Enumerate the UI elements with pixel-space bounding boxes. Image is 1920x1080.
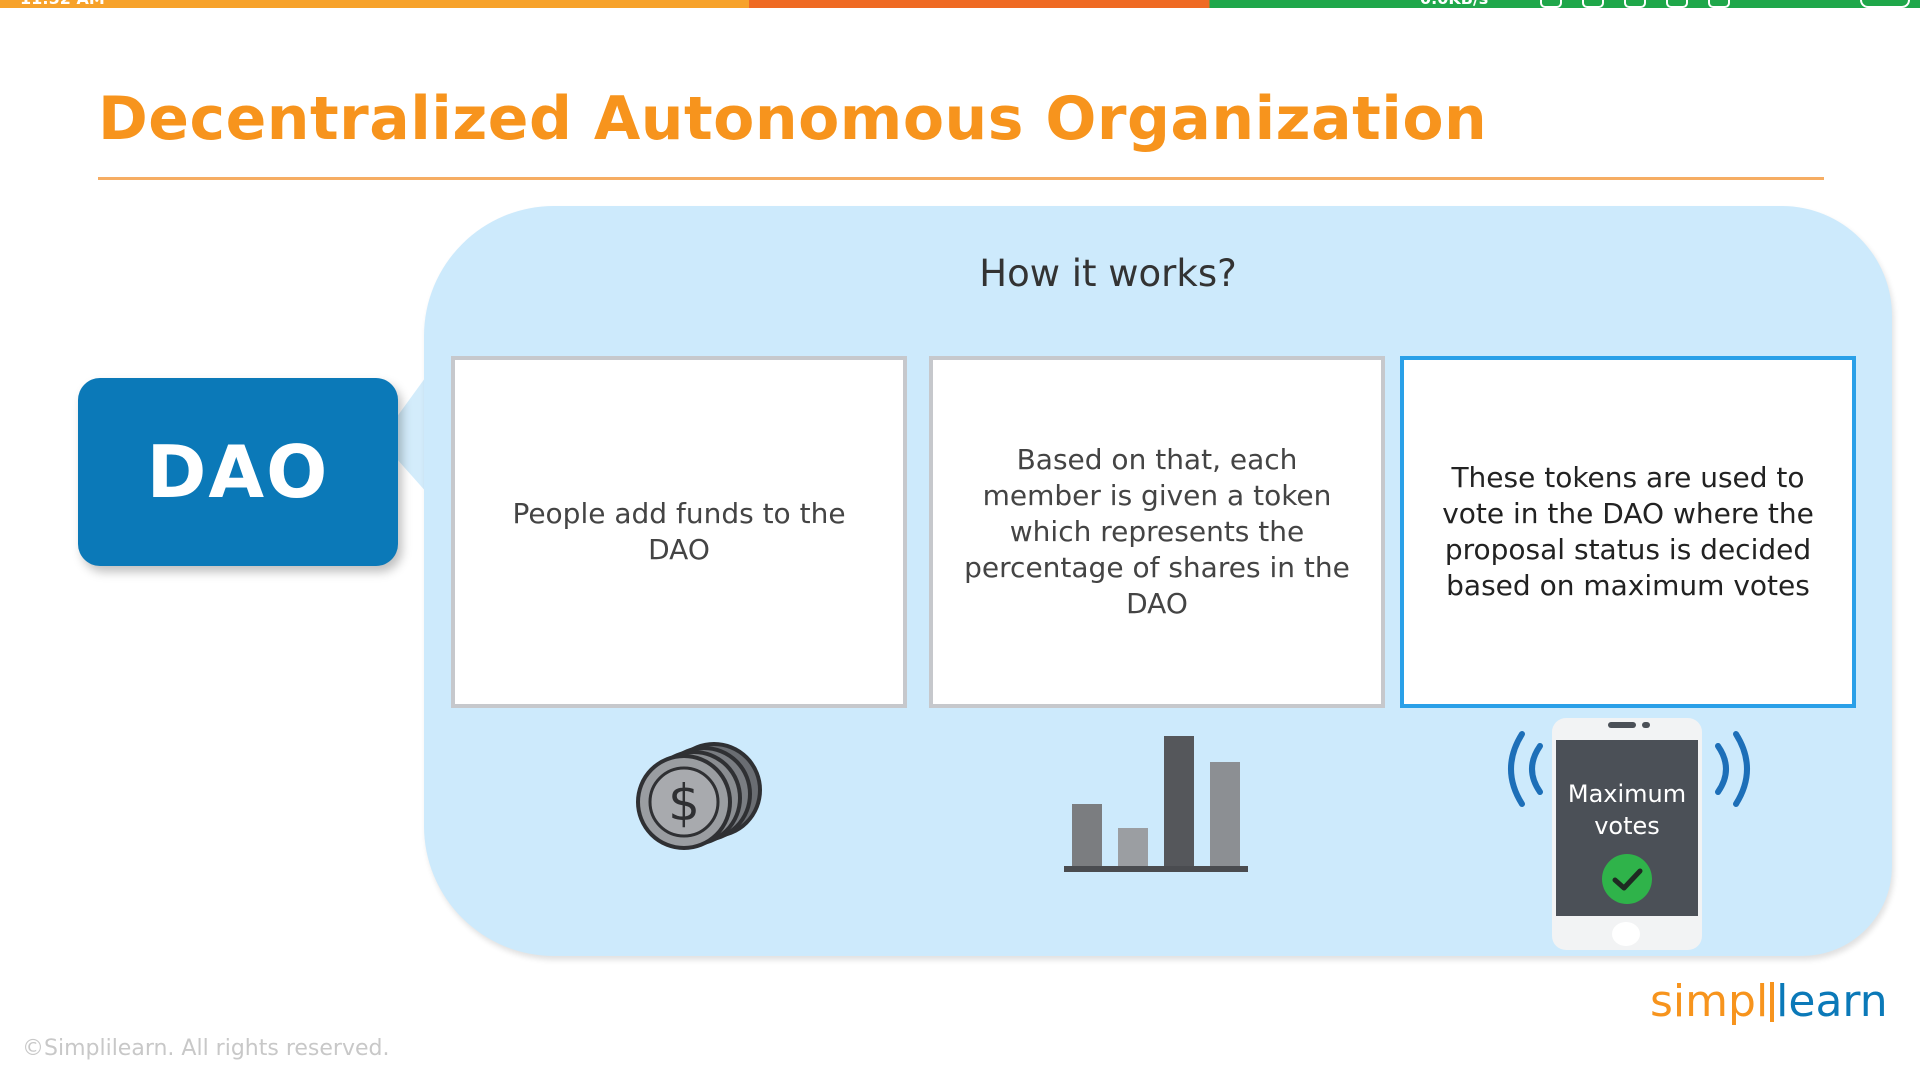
bar-chart-icon bbox=[1064, 736, 1248, 872]
signal-waves-left-icon bbox=[1508, 731, 1543, 807]
notification-icon bbox=[1540, 0, 1562, 8]
copyright-notice: ©Simplilearn. All rights reserved. bbox=[22, 1036, 390, 1061]
step-card-3: These tokens are used to vote in the DAO… bbox=[1400, 356, 1856, 708]
step-card-3-text: These tokens are used to vote in the DAO… bbox=[1442, 461, 1814, 602]
vote-phone-illustration: Maximum votes bbox=[1480, 710, 1780, 960]
signal-icon-2 bbox=[1666, 0, 1688, 8]
svg-text:$: $ bbox=[668, 774, 700, 832]
phone-home-button bbox=[1612, 922, 1640, 946]
step-card-2-text: Based on that, each member is given a to… bbox=[964, 443, 1350, 620]
logo-part-1: simpl bbox=[1650, 976, 1769, 1027]
wifi-icon bbox=[1708, 0, 1730, 8]
logo-divider bbox=[1770, 982, 1775, 1022]
status-icons bbox=[1540, 0, 1730, 8]
logo-part-2: learn bbox=[1776, 976, 1888, 1027]
phone-camera bbox=[1642, 722, 1650, 728]
step-card-2: Based on that, each member is given a to… bbox=[929, 356, 1385, 708]
status-bar: 11:52 AM 0.0KB/s bbox=[0, 0, 1920, 8]
signal-icon bbox=[1624, 0, 1646, 8]
check-icon bbox=[1602, 854, 1652, 904]
alarm-icon bbox=[1582, 0, 1604, 8]
maximum-votes-label: Maximum votes bbox=[1567, 780, 1687, 840]
dao-label: DAO bbox=[146, 430, 330, 514]
signal-waves-right-icon bbox=[1715, 731, 1750, 807]
status-clock: 11:52 AM bbox=[20, 0, 105, 8]
dao-box: DAO bbox=[78, 378, 398, 566]
step-card-1: People add funds to the DAO bbox=[451, 356, 907, 708]
step-card-1-text: People add funds to the DAO bbox=[512, 497, 846, 566]
status-data-rate: 0.0KB/s bbox=[1420, 0, 1488, 8]
title-divider bbox=[98, 177, 1824, 180]
phone-speaker bbox=[1608, 722, 1636, 728]
how-it-works-heading: How it works? bbox=[979, 252, 1237, 295]
phone-screen: Maximum votes bbox=[1556, 740, 1698, 916]
battery-icon bbox=[1860, 0, 1910, 8]
slide-title: Decentralized Autonomous Organization bbox=[98, 84, 1488, 154]
coins-icon: $ bbox=[636, 742, 762, 850]
